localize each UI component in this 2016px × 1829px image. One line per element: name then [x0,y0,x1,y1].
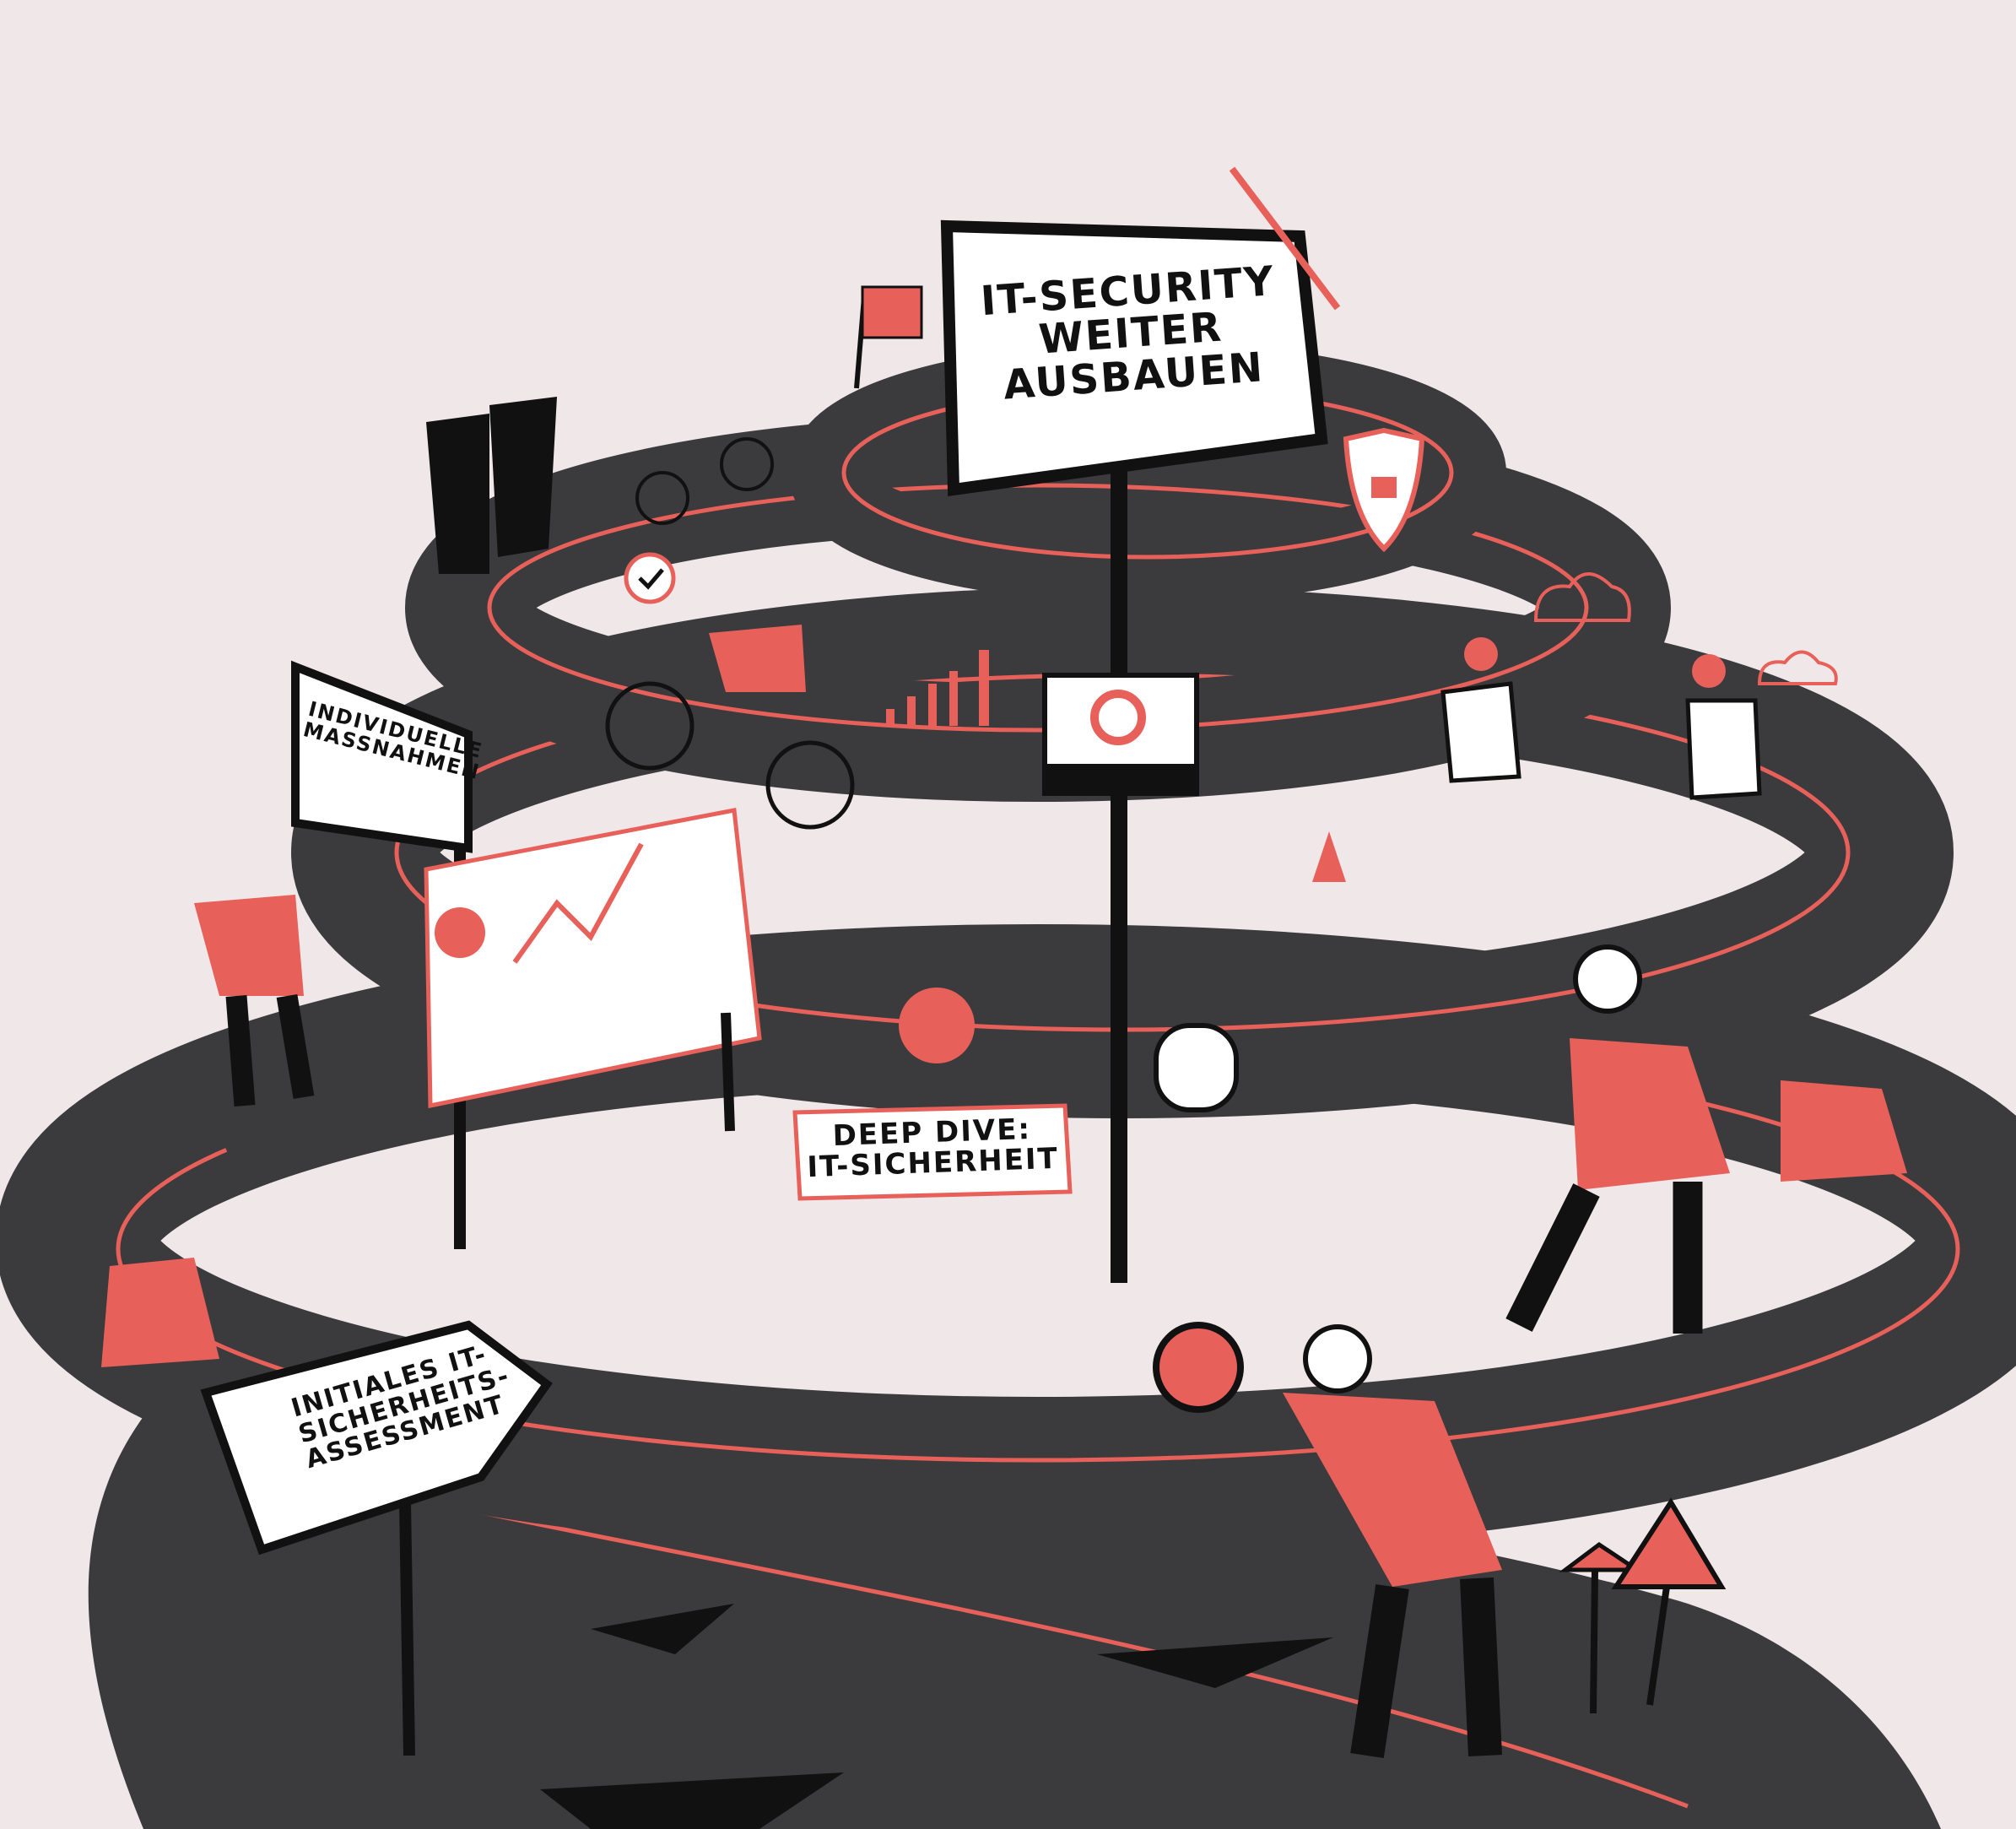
cloud-icon [1533,572,1631,622]
bicycle-icon [605,681,695,771]
bar-chart-icon [886,650,989,726]
individual-measures-sign-board [291,660,473,853]
warning-sign-icon [1611,1497,1727,1589]
person-with-laptop [1781,1080,1907,1182]
deep-dive-banner-text: DEEP DIVE: IT-SICHERHEIT [806,1112,1060,1184]
main-goal-sign-board [940,219,1328,497]
person-with-binoculars [101,1258,219,1367]
checkmark-icon [624,552,676,604]
person-looking [194,895,304,996]
worker-with-map [1685,698,1762,800]
deep-dive-banner [792,1103,1073,1201]
road-crack [1097,1637,1333,1688]
road-line-level-1 [487,483,1589,733]
cyclist [709,625,806,692]
road-crack [540,1772,844,1829]
worker-with-roller [1440,681,1521,783]
dashboard-billboard [424,808,762,1109]
traffic-cone-icon [1312,831,1346,882]
main-goal-sign-text: IT-SECURITY WEITER AUSBAUEN [979,257,1277,409]
mailbox-icon [1154,1023,1239,1112]
warning-sign-icon [1559,1541,1645,1572]
checkered-flag-icon [861,285,923,339]
magnifier-icon [1153,1322,1244,1413]
cloud-icon [1757,650,1838,685]
main-sign-pole [1111,456,1127,1283]
road-crack [591,1604,734,1654]
security-guards [426,397,557,574]
person-deep-dive [899,988,975,1063]
initial-assessment-sign-board [200,1320,553,1556]
wrench-icon [1229,166,1341,311]
person-walking [1570,1038,1730,1190]
person-with-magnifier [1283,1393,1502,1587]
gear-icon [1090,690,1146,745]
